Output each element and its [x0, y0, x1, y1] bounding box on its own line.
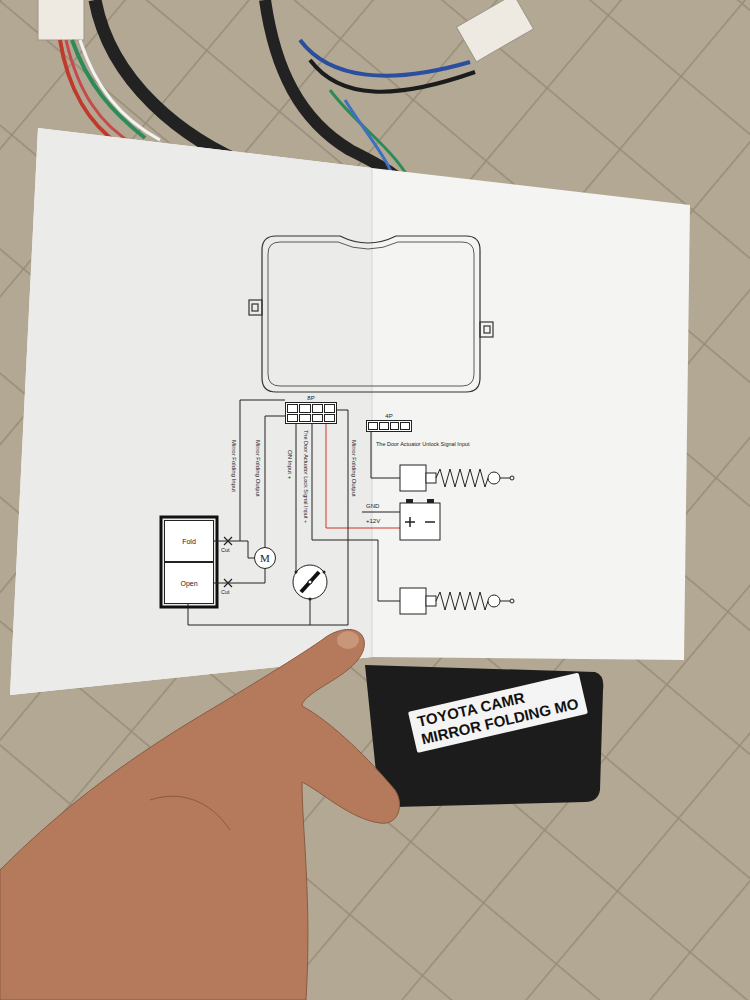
switch-label: Open: [180, 579, 197, 588]
wire: [310, 599, 311, 625]
wire-label: The Door Actuator Lock Signal Input +: [302, 430, 310, 523]
wiring: [188, 400, 400, 625]
paper-sheet: [10, 128, 690, 695]
wire-connector: [214, 569, 265, 583]
cut-label: Cut: [221, 546, 230, 554]
pin-cell: [312, 414, 323, 423]
black-wire: [310, 60, 475, 92]
wire: [240, 400, 285, 401]
paper-left-half: [10, 128, 372, 695]
power-label: GND: [366, 502, 379, 510]
power-label: +12V: [366, 517, 380, 525]
actuator-body: [400, 588, 426, 614]
door-actuator: [400, 588, 514, 614]
pin-cell: [324, 404, 335, 413]
hand: [0, 629, 400, 1000]
mounting-tab: [480, 322, 493, 337]
connector-8pin: 8P: [285, 394, 337, 424]
ignition-key: [301, 572, 319, 592]
pin-cell: [312, 404, 323, 413]
paper-fold: [372, 168, 373, 657]
actuator-eye: [510, 599, 514, 603]
pin-cell: [379, 422, 389, 430]
switch-label: Fold: [182, 537, 196, 546]
pin-cell: [287, 414, 298, 423]
wire-label: ON Input +: [286, 450, 294, 479]
palm-crease: [150, 796, 230, 830]
actuator-eye: [510, 476, 514, 480]
switch-label: M: [260, 553, 270, 564]
harness-connector: [456, 0, 533, 62]
plus-symbol: [405, 517, 415, 527]
actuator-bellows: [436, 469, 488, 487]
module-inner-line: [268, 242, 474, 386]
wire-label: The Door Actuator Unlock Signal Input: [376, 440, 470, 448]
cut-label: Cut: [221, 588, 230, 596]
terminal-dot: [309, 598, 312, 601]
wire-connector: [214, 541, 254, 558]
actuator-body: [400, 465, 426, 491]
pin-cell: [390, 422, 400, 430]
actuator-neck: [426, 473, 436, 483]
switch-button: Fold: [164, 520, 214, 562]
pin-cell: [299, 414, 310, 423]
mounting-hole: [484, 326, 490, 333]
thumbnail: [337, 631, 359, 649]
white-wire: [80, 40, 160, 140]
battery: [400, 503, 440, 540]
pin-count: 4P: [366, 412, 412, 420]
module-outline: [249, 236, 493, 392]
ground-wire: [362, 512, 400, 513]
wire-label: Mirror Folding Input: [230, 440, 238, 492]
pin-cell: [324, 414, 335, 423]
switch-housing: [161, 517, 217, 607]
minus-symbol: [425, 521, 435, 523]
pin-count: 8P: [285, 394, 337, 402]
ignition-switch: [293, 565, 327, 599]
ignition-pivot: [308, 580, 312, 584]
terminal-dot: [295, 571, 298, 574]
mounting-hole: [252, 304, 258, 311]
wire-connector: [265, 416, 285, 547]
actuator-bellows: [436, 592, 488, 610]
actuator-end: [488, 595, 500, 607]
switch-button: Open: [164, 562, 214, 604]
wire: [296, 424, 297, 572]
actuator-rod: [500, 478, 510, 479]
actuator-neck: [426, 596, 436, 606]
wire-label: Mirror Folding Output: [350, 440, 358, 497]
connector-4pin: 4P: [366, 412, 412, 432]
pin-grid: [285, 402, 337, 424]
pin-cell: [299, 404, 310, 413]
terminal-dot: [323, 571, 326, 574]
actuator-rod: [500, 601, 510, 602]
blue-wire: [300, 40, 470, 76]
pin-cell: [287, 404, 298, 413]
pin-cell: [368, 422, 378, 430]
wire: [240, 400, 241, 541]
wire-label: Mirror Folding Output: [254, 440, 262, 497]
pin-grid: [366, 420, 412, 432]
mounting-tab: [249, 300, 262, 315]
pin-cell: [400, 422, 410, 430]
actuator-end: [488, 472, 500, 484]
door-actuator: [400, 465, 514, 491]
module-box: [365, 665, 603, 807]
module-body: [262, 236, 480, 392]
battery-terminal: [406, 499, 413, 503]
harness-connector: [38, 0, 84, 40]
red-wire: [326, 424, 400, 528]
motor-symbol: M: [254, 547, 276, 569]
wire: [371, 432, 400, 478]
battery-terminal: [427, 499, 434, 503]
